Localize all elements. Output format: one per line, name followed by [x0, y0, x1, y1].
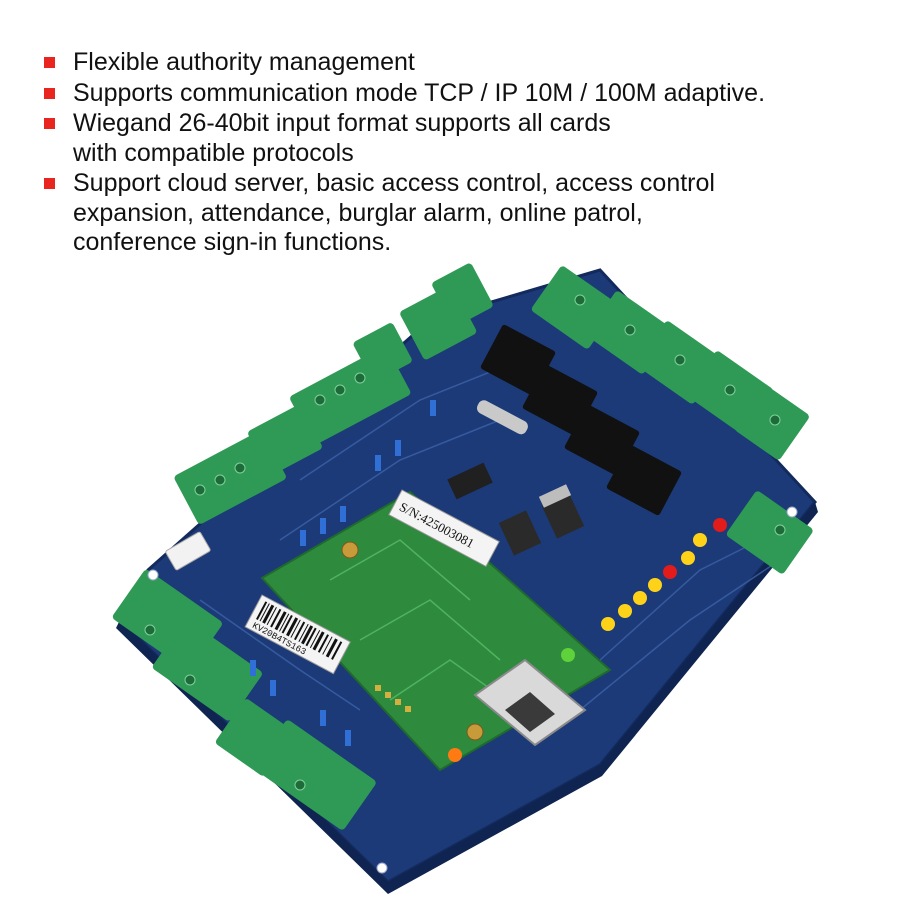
feature-text: with compatible protocols: [73, 138, 354, 167]
bullet-icon: [44, 87, 55, 99]
feature-item-wiegand: Wiegand 26-40bit input format supports a…: [44, 109, 874, 168]
pcb-traces: [199, 359, 781, 711]
pcb-edge-shadow: [116, 502, 818, 894]
relays: [480, 324, 682, 516]
mount-screw: [341, 541, 359, 559]
feature-item-cloud-server: Support cloud server, basic access contr…: [44, 169, 874, 258]
ethernet-port: [473, 658, 587, 747]
voltage-regulators: [498, 484, 585, 556]
feature-text: conference sign-in functions.: [73, 228, 392, 256]
feature-text: Wiegand 26-40bit input format supports a…: [73, 109, 611, 137]
feature-item-authority: Flexible authority management: [44, 48, 874, 78]
resistor: [476, 400, 528, 435]
bullet-icon: [44, 118, 55, 129]
terminal-block-bottom: [112, 570, 376, 830]
feature-text: Flexible authority management: [73, 48, 415, 76]
controller-board-photo: S/N:425003081 KV20B4TS163: [0, 240, 900, 900]
bullet-icon: [44, 57, 55, 68]
ic-chip: [447, 462, 493, 500]
status-leds: [448, 518, 727, 762]
terminal-block-left: [174, 263, 493, 524]
pin-header: [375, 685, 411, 712]
board-mount-holes: [147, 506, 798, 874]
white-connector: [165, 531, 211, 571]
feature-text: Support cloud server, basic access contr…: [73, 169, 715, 197]
bullet-icon: [44, 178, 55, 189]
feature-list: Flexible authority management Supports c…: [44, 48, 874, 259]
terminal-screws: [144, 294, 786, 791]
capacitors: [250, 400, 436, 746]
access-control-board: S/N:425003081 KV20B4TS163: [112, 263, 818, 894]
feature-text: Supports communication mode TCP / IP 10M…: [73, 78, 766, 107]
mount-screw: [466, 723, 484, 741]
feature-text: expansion, attendance, burglar alarm, on…: [73, 198, 643, 227]
feature-item-communication: Supports communication mode TCP / IP 10M…: [44, 79, 874, 109]
